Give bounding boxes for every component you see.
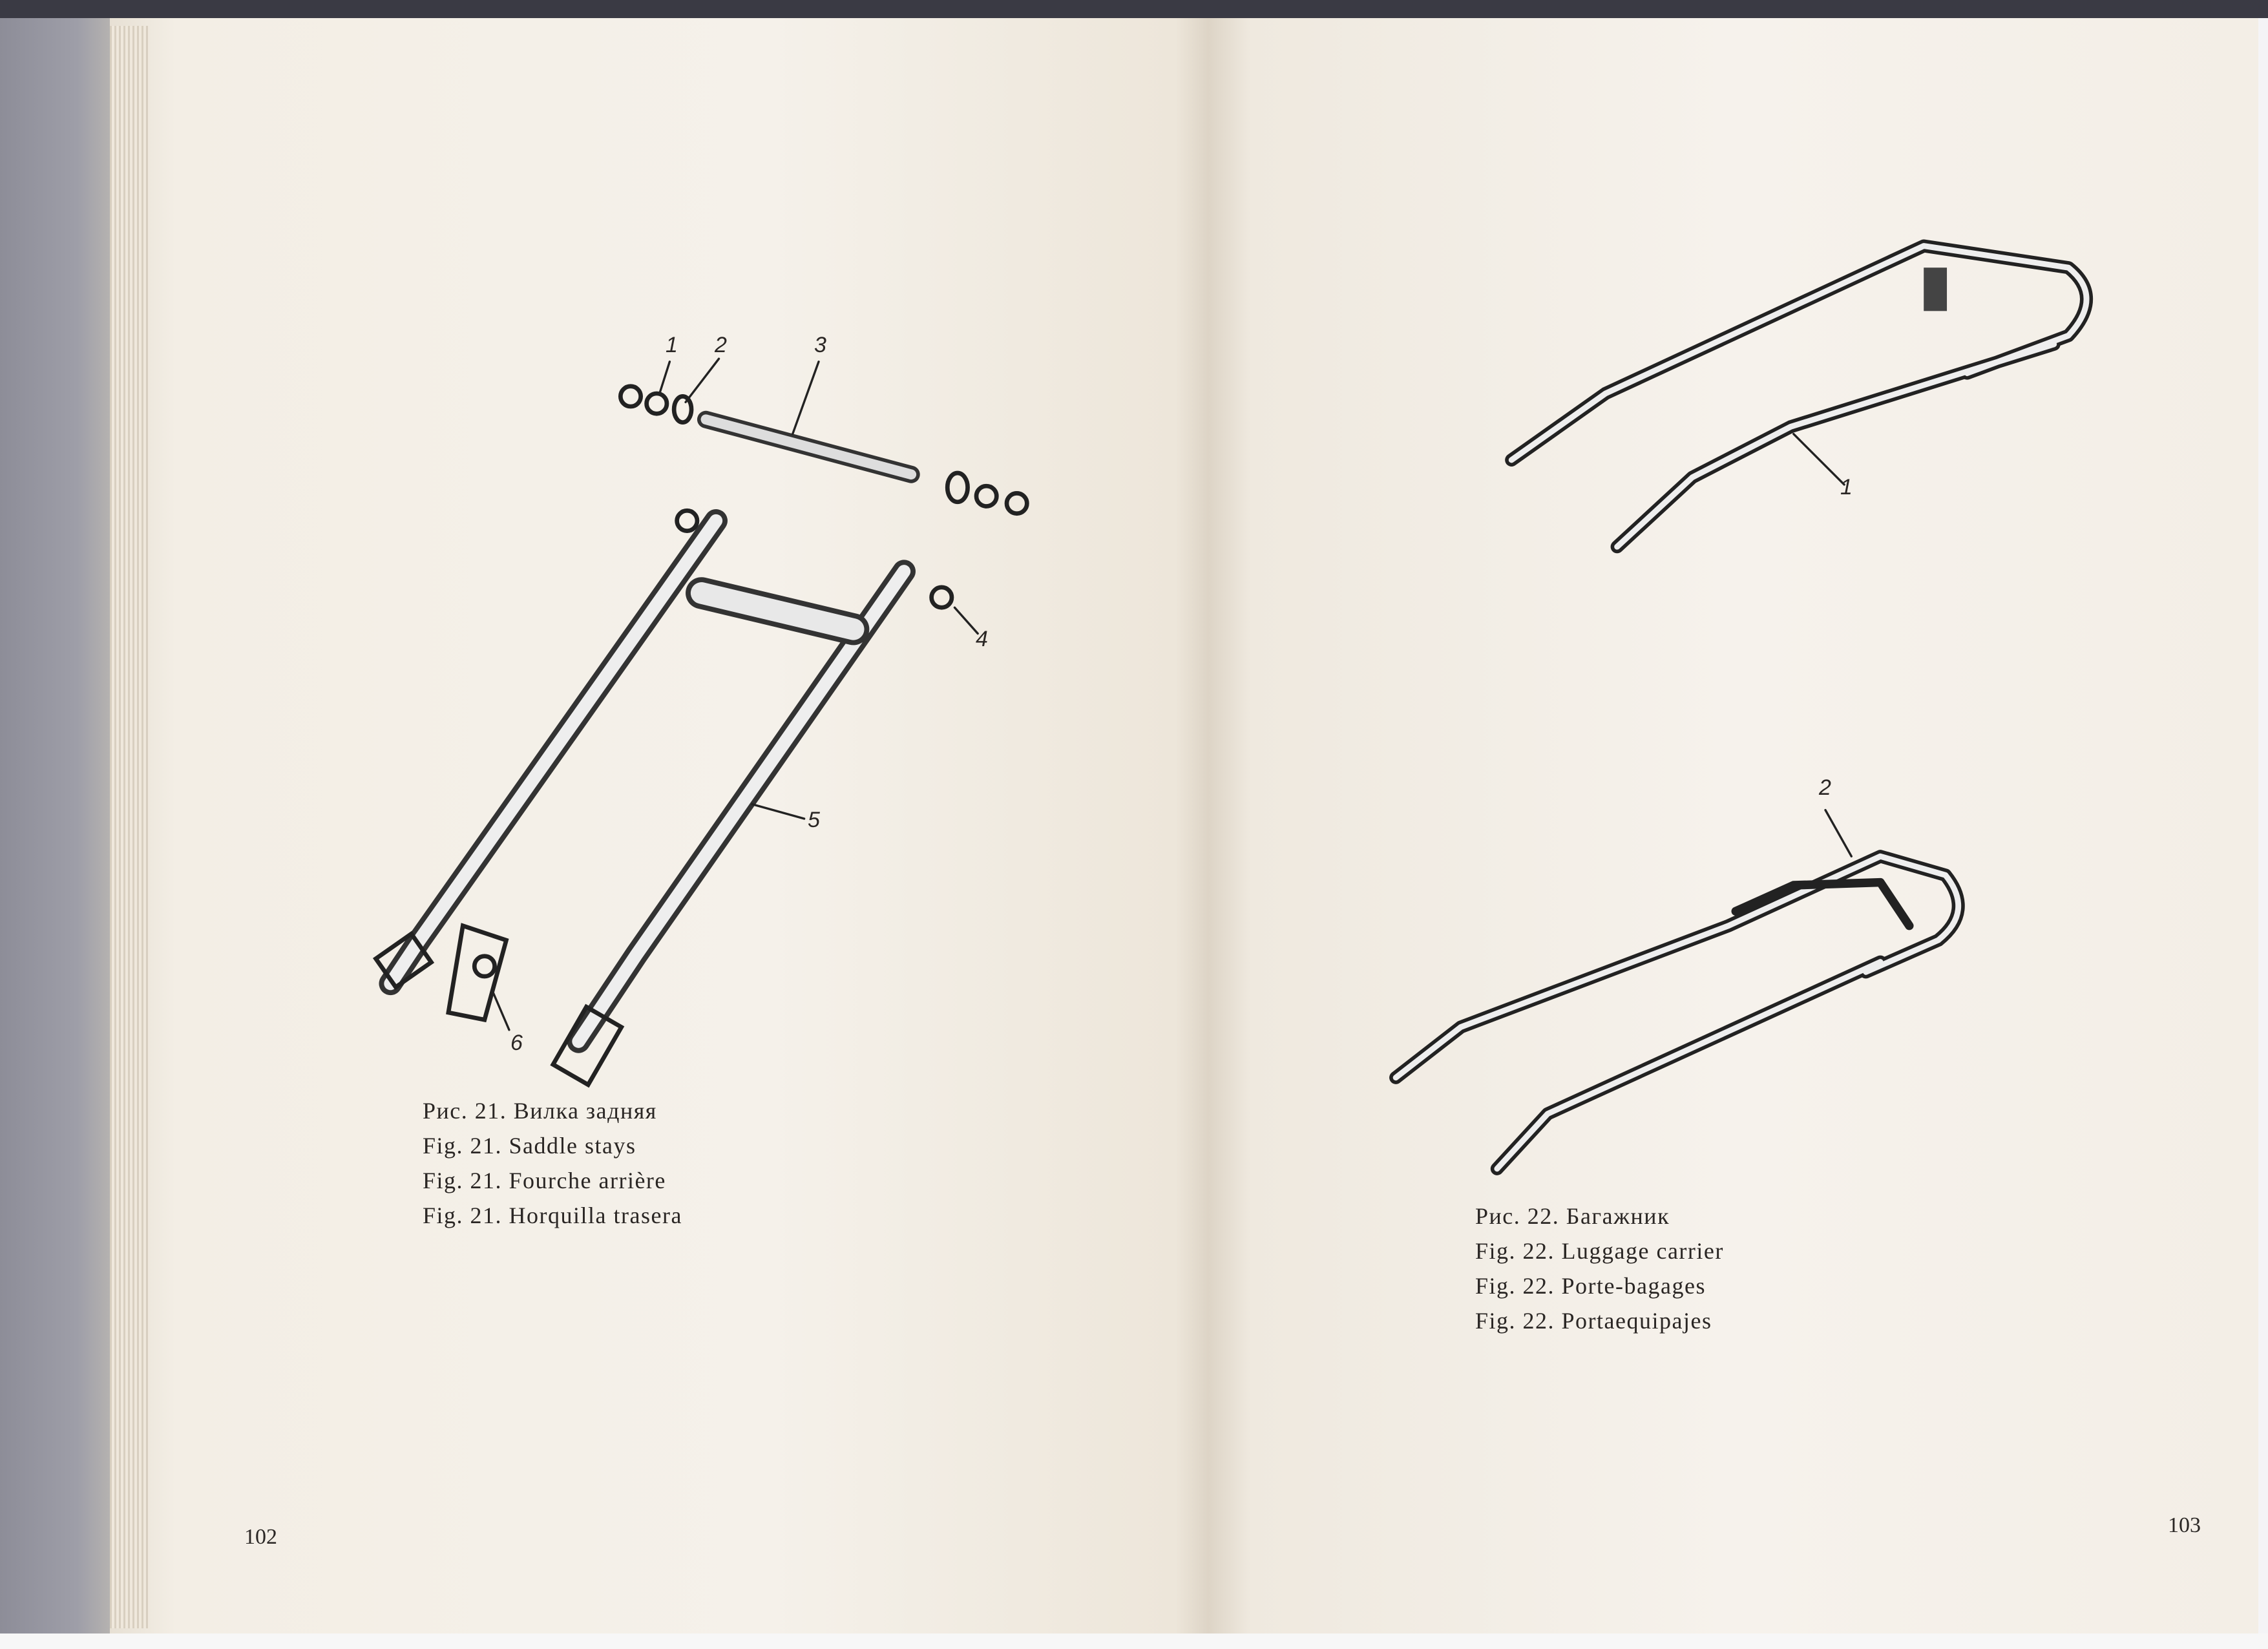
axle-hardware (618, 384, 1029, 516)
callout-6: 6 (510, 1031, 523, 1055)
left-page (110, 18, 1208, 1633)
scan-top-edge (0, 0, 2268, 18)
stay-left (372, 509, 728, 996)
caption-line-es: Fig. 22. Portaequipajes (1475, 1308, 1712, 1334)
carrier-callout-2: 2 (1819, 775, 1831, 800)
stay-right (550, 560, 916, 1088)
figure-22-caption: Рис. 22. Багажник Fig. 22. Luggage carri… (1475, 1199, 1724, 1338)
caption-line-es: Fig. 21. Horquilla trasera (423, 1203, 682, 1228)
caption-line-fr: Fig. 21. Fourche arrière (423, 1168, 666, 1193)
leader-lines (490, 357, 979, 1031)
leader-line (1824, 808, 1853, 857)
carrier-2 (1389, 808, 1965, 1175)
callout-5: 5 (808, 808, 820, 832)
caption-line-ru: Рис. 22. Багажник (1475, 1203, 1670, 1229)
page-edges (110, 26, 149, 1628)
bracket-6 (446, 923, 509, 1023)
figure-21-saddle-stays (372, 357, 1029, 1088)
washer-4a (675, 508, 700, 533)
caption-line-en: Fig. 22. Luggage carrier (1475, 1238, 1724, 1264)
page-number-right: 103 (2168, 1513, 2201, 1537)
figure-22-luggage-carriers (1389, 239, 2094, 1175)
washer-4 (929, 585, 954, 610)
scan-bottom-edge (0, 1633, 2268, 1649)
caption-line-fr: Fig. 22. Porte-bagages (1475, 1273, 1706, 1299)
callout-3: 3 (814, 333, 826, 357)
page-number-left: 102 (244, 1525, 277, 1549)
carrier-1 (1505, 239, 2094, 554)
callout-1: 1 (666, 333, 678, 357)
carrier-callout-1: 1 (1840, 475, 1853, 499)
callout-2: 2 (715, 333, 727, 357)
caption-line-en: Fig. 21. Saddle stays (423, 1133, 636, 1159)
callout-4: 4 (976, 627, 988, 651)
figure-21-caption: Рис. 21. Вилка задняя Fig. 21. Saddle st… (423, 1093, 682, 1233)
caption-line-ru: Рис. 21. Вилка задняя (423, 1098, 657, 1124)
leader-line (1792, 432, 1845, 486)
scan-background (0, 0, 110, 1635)
